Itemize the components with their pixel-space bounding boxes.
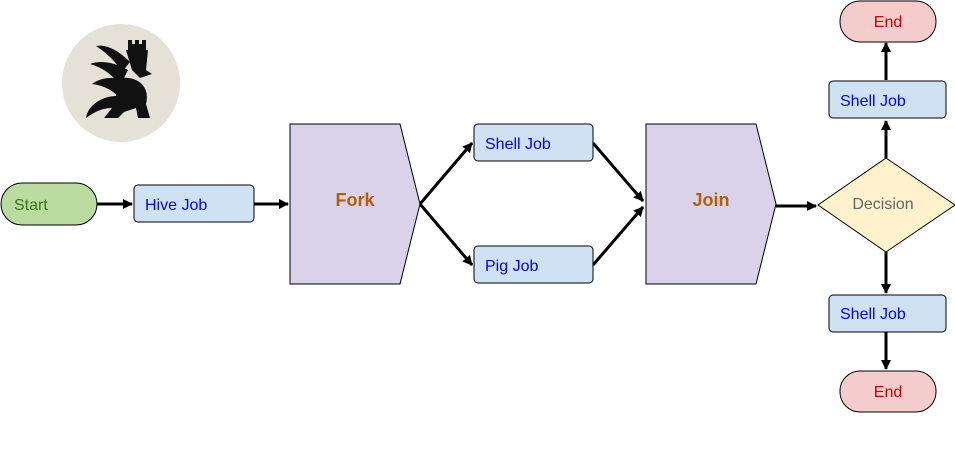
shell-job-upper-node: Shell Job bbox=[473, 123, 594, 162]
shell-job-top-node: Shell Job bbox=[828, 80, 947, 119]
hive-job-label: Hive Job bbox=[145, 197, 207, 214]
edge-pig-join bbox=[591, 206, 645, 266]
join-label: Join bbox=[692, 190, 729, 210]
pig-job-label: Pig Job bbox=[485, 258, 538, 275]
shell-job-top-label: Shell Job bbox=[840, 93, 906, 110]
end-bottom-label: End bbox=[874, 384, 902, 401]
shell-job-bottom-node: Shell Job bbox=[828, 294, 947, 333]
start-label: Start bbox=[14, 197, 48, 214]
decision-label: Decision bbox=[852, 196, 913, 213]
decision-node: Decision bbox=[817, 157, 955, 253]
end-top-node: End bbox=[839, 0, 937, 43]
start-node: Start bbox=[0, 182, 98, 226]
fork-node: Fork bbox=[289, 123, 421, 285]
edge-fork-pig bbox=[418, 203, 474, 266]
shell-job-upper-label: Shell Job bbox=[485, 136, 551, 153]
end-bottom-node: End bbox=[839, 370, 937, 413]
edge-shell-join bbox=[591, 142, 645, 202]
hive-job-node: Hive Job bbox=[133, 184, 255, 223]
edge-fork-shell bbox=[418, 142, 474, 205]
edges bbox=[97, 42, 891, 370]
griffin-logo-icon bbox=[62, 24, 180, 142]
join-node: Join bbox=[645, 123, 777, 285]
pig-job-node: Pig Job bbox=[473, 245, 594, 284]
end-top-label: End bbox=[874, 14, 902, 31]
fork-label: Fork bbox=[335, 190, 375, 210]
shell-job-bottom-label: Shell Job bbox=[840, 306, 906, 323]
